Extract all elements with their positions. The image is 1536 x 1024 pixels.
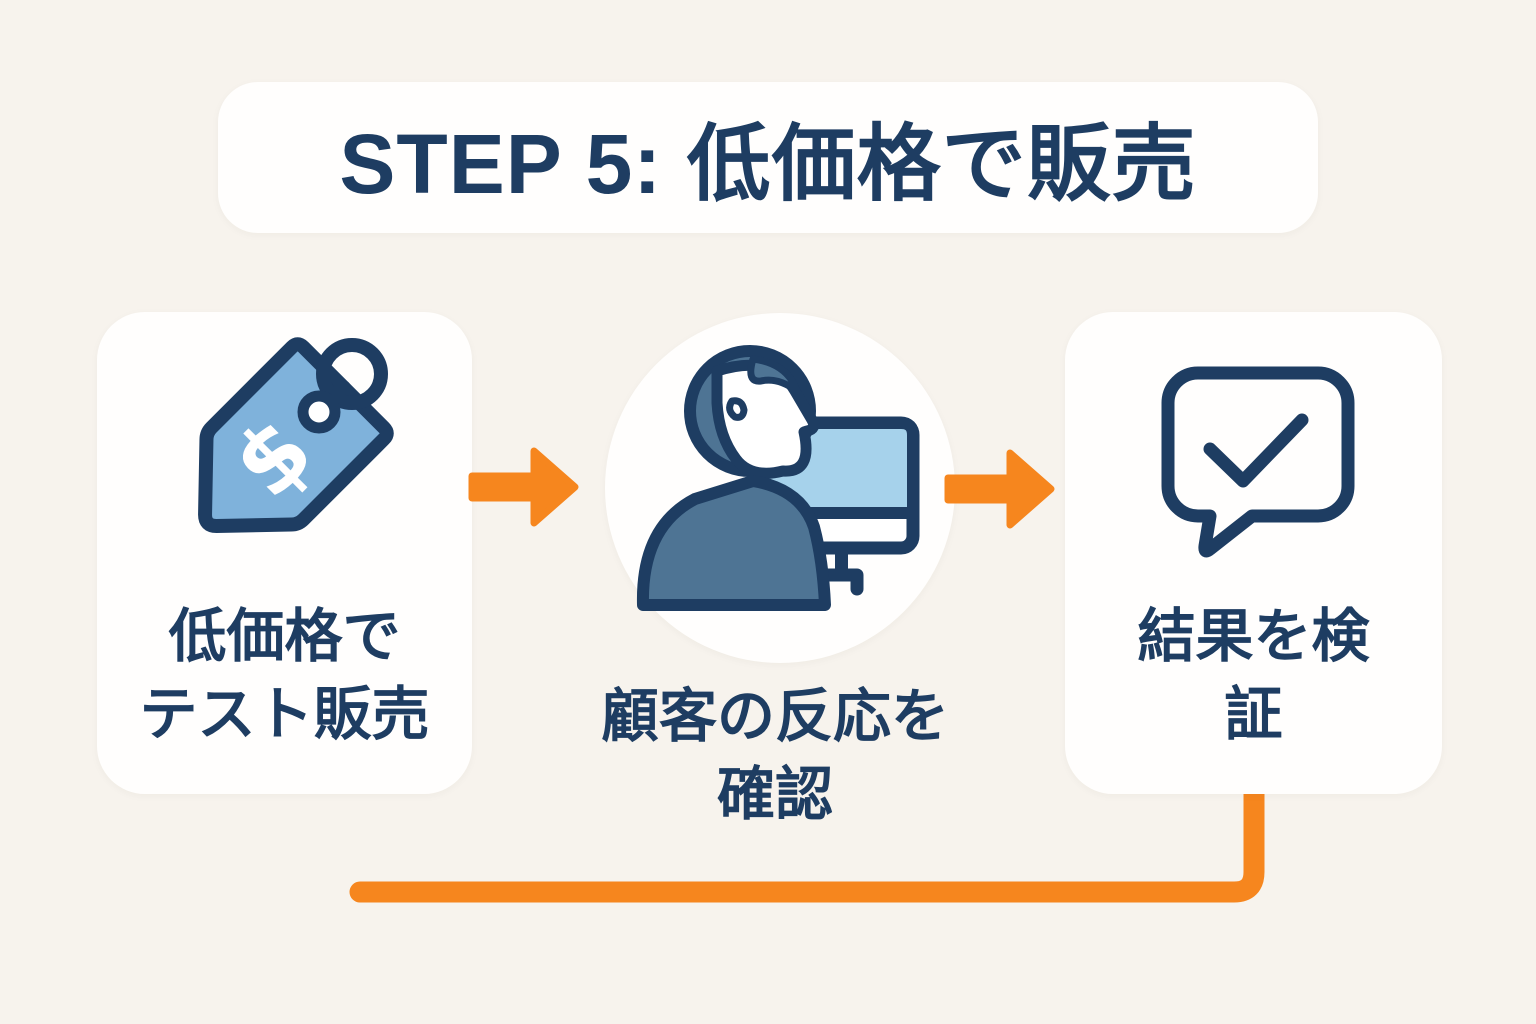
step-label-1-line-1: 低価格で xyxy=(168,604,401,669)
step-label-2: 顧客の反応を 確認 xyxy=(555,678,995,834)
step-label-2-line-1: 顧客の反応を xyxy=(600,684,949,749)
tag-ring-icon xyxy=(316,338,388,410)
person-ear xyxy=(726,397,748,421)
arrow-right-icon-1 xyxy=(468,447,579,527)
title-text: STEP 5: 低価格で販売 xyxy=(339,117,1197,211)
person-fringe xyxy=(747,355,801,395)
tag-hole xyxy=(297,390,341,434)
title-card: STEP 5: 低価格で販売 xyxy=(218,82,1318,233)
step-label-1: 低価格で テスト販売 xyxy=(97,598,472,754)
price-tag-icon: $ xyxy=(198,337,394,533)
checkmark-icon xyxy=(1203,413,1309,488)
customer-at-monitor-icon xyxy=(636,345,920,611)
step-label-3-line-2: 証 xyxy=(1224,682,1283,747)
step-circle-2 xyxy=(605,313,955,663)
step-label-3: 結果を検 証 xyxy=(1065,598,1442,754)
step-label-1-line-2: テスト販売 xyxy=(139,682,430,747)
step-label-3-line-1: 結果を検 xyxy=(1137,604,1370,669)
person-icon xyxy=(636,345,831,611)
arrow-right-icon-2 xyxy=(944,449,1055,529)
person-shoulders xyxy=(636,475,831,611)
step-label-2-line-2: 確認 xyxy=(716,762,833,827)
speech-bubble-check-icon xyxy=(1161,366,1355,558)
